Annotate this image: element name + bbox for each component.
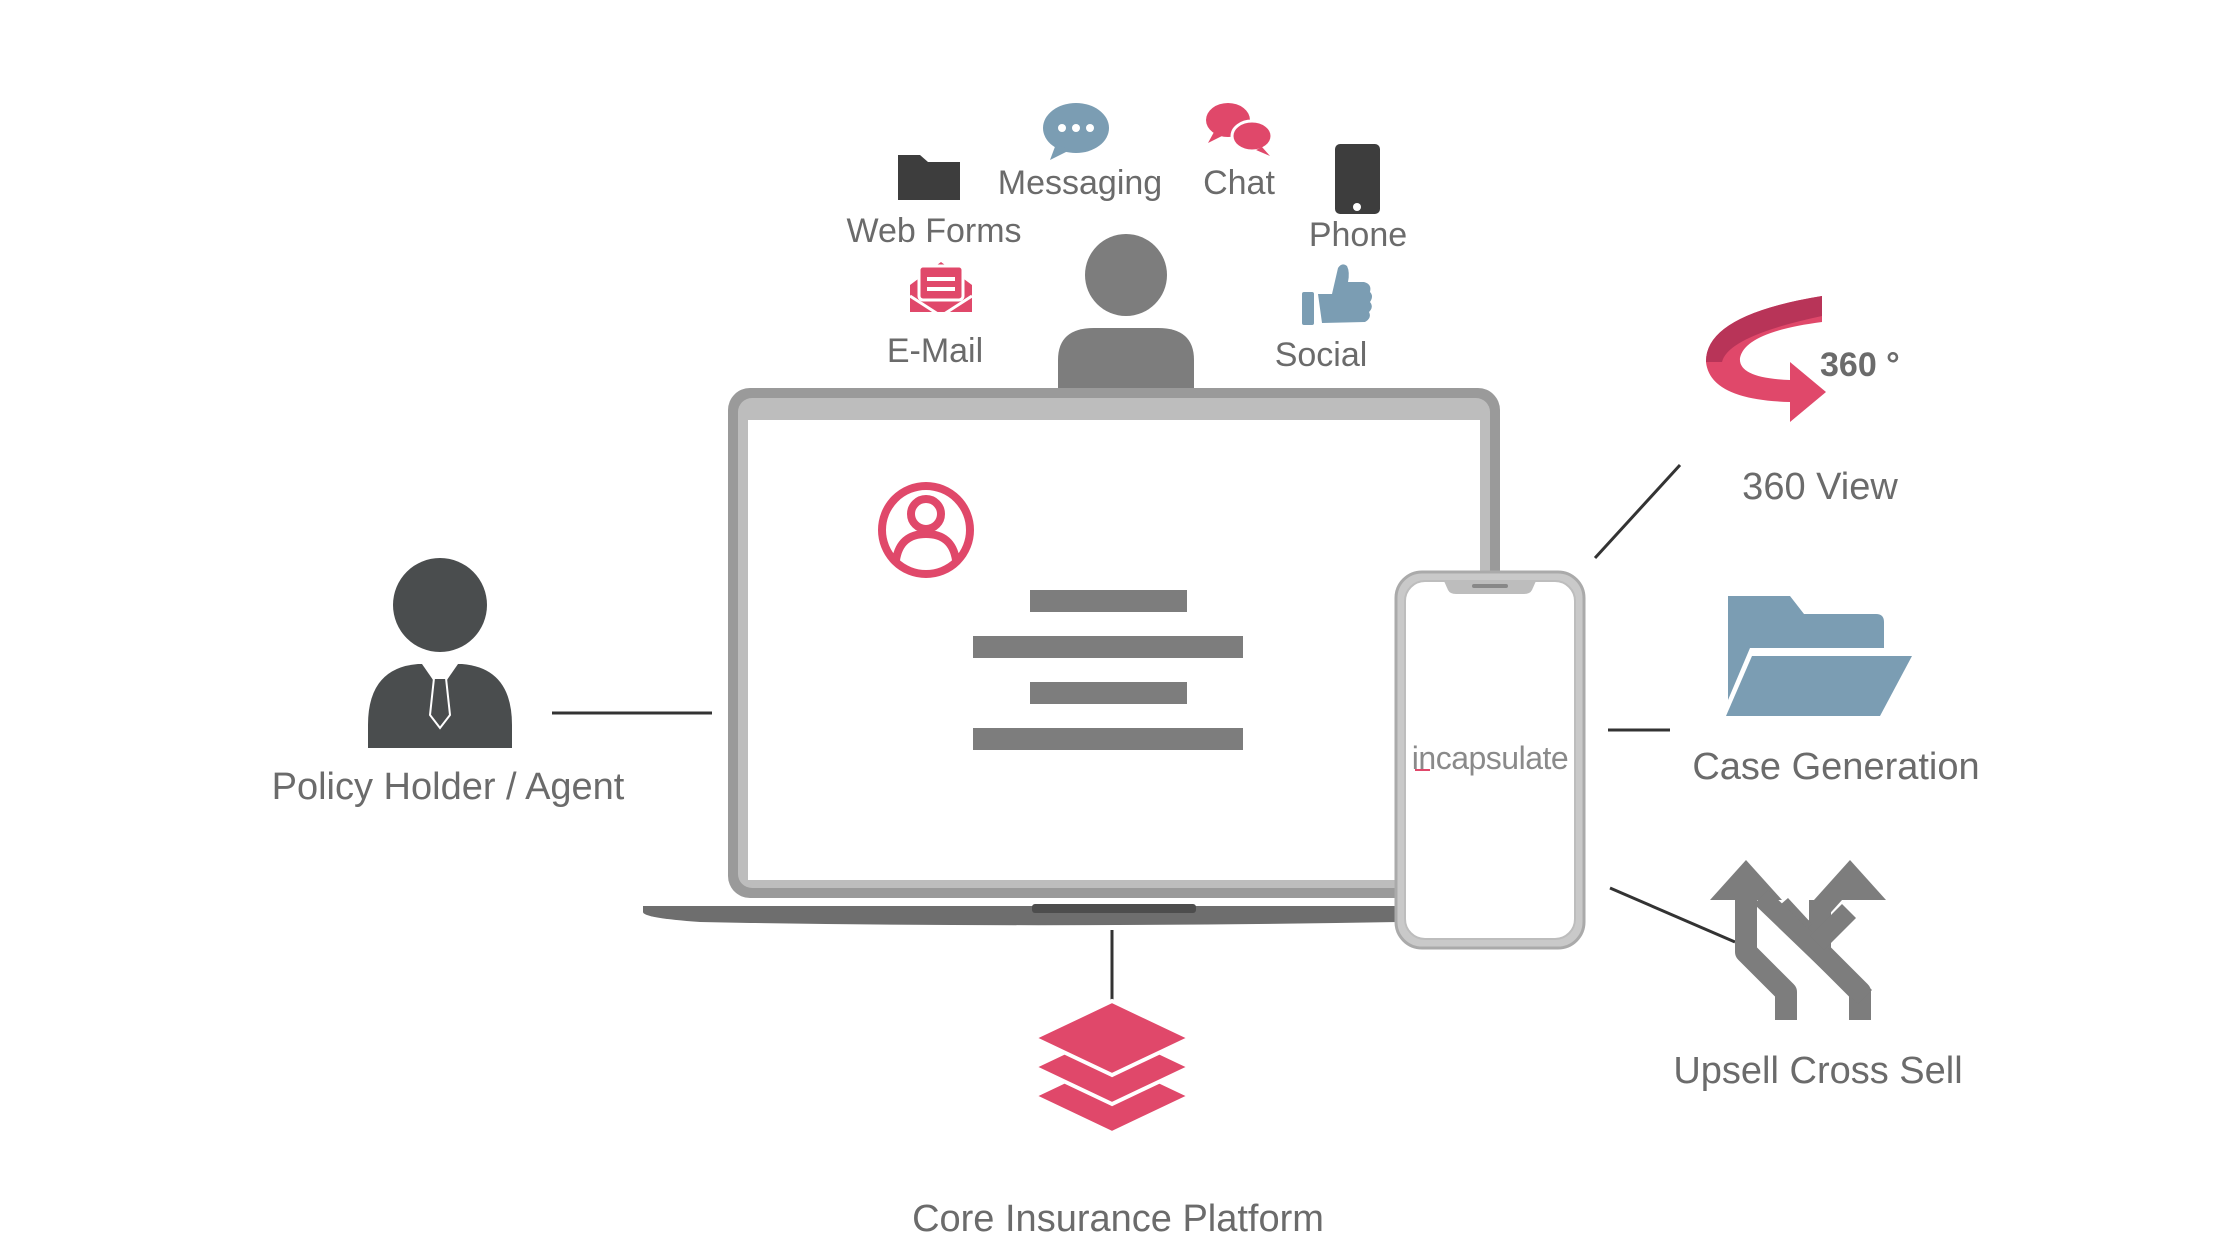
user-circle-icon — [878, 482, 974, 578]
label-upsell: Upsell Cross Sell — [1673, 1050, 1963, 1092]
laptop-base — [643, 906, 1580, 926]
label-360-view: 360 View — [1742, 466, 1898, 508]
open-folder-icon — [1726, 596, 1912, 716]
connector-360-view — [1593, 463, 1682, 560]
rotate-360-icon — [1705, 296, 1826, 422]
label-policy-holder: Policy Holder / Agent — [271, 766, 625, 808]
screen-text-line — [973, 728, 1243, 750]
label-360-degrees: 360 ° — [1820, 346, 1900, 384]
screen-text-line — [1030, 590, 1187, 612]
laptop-hinge — [1032, 904, 1196, 913]
label-phone: Phone — [1308, 216, 1408, 254]
stacked-layers-icon — [1029, 998, 1195, 1136]
crossing-arrows-icon-heads — [1710, 860, 1886, 1004]
label-social: Social — [1274, 336, 1368, 374]
email-envelope-icon — [909, 262, 973, 318]
smartphone — [1394, 570, 1586, 950]
thumbs-up-icon — [1302, 264, 1372, 325]
folder-icon — [898, 155, 960, 200]
phone-brand-text: incapsulate — [1411, 740, 1569, 776]
label-email: E-Mail — [886, 332, 984, 370]
mobile-phone-icon — [1335, 144, 1380, 214]
screen-text-line — [973, 636, 1243, 658]
message-bubble-icon — [1043, 103, 1109, 160]
agent-person-icon — [1058, 234, 1194, 388]
business-person-icon — [368, 558, 512, 748]
label-web-forms: Web Forms — [846, 212, 1022, 250]
connector-upsell — [1609, 886, 1736, 944]
screen-text-line — [1030, 682, 1187, 704]
connector-lines — [552, 463, 1736, 1012]
label-messaging: Messaging — [997, 164, 1163, 202]
label-core-platform: Core Insurance Platform — [912, 1198, 1324, 1240]
label-case-generation: Case Generation — [1692, 746, 1980, 788]
label-chat: Chat — [1203, 164, 1275, 202]
screen-content — [878, 482, 1243, 750]
chat-bubbles-icon — [1206, 103, 1274, 156]
